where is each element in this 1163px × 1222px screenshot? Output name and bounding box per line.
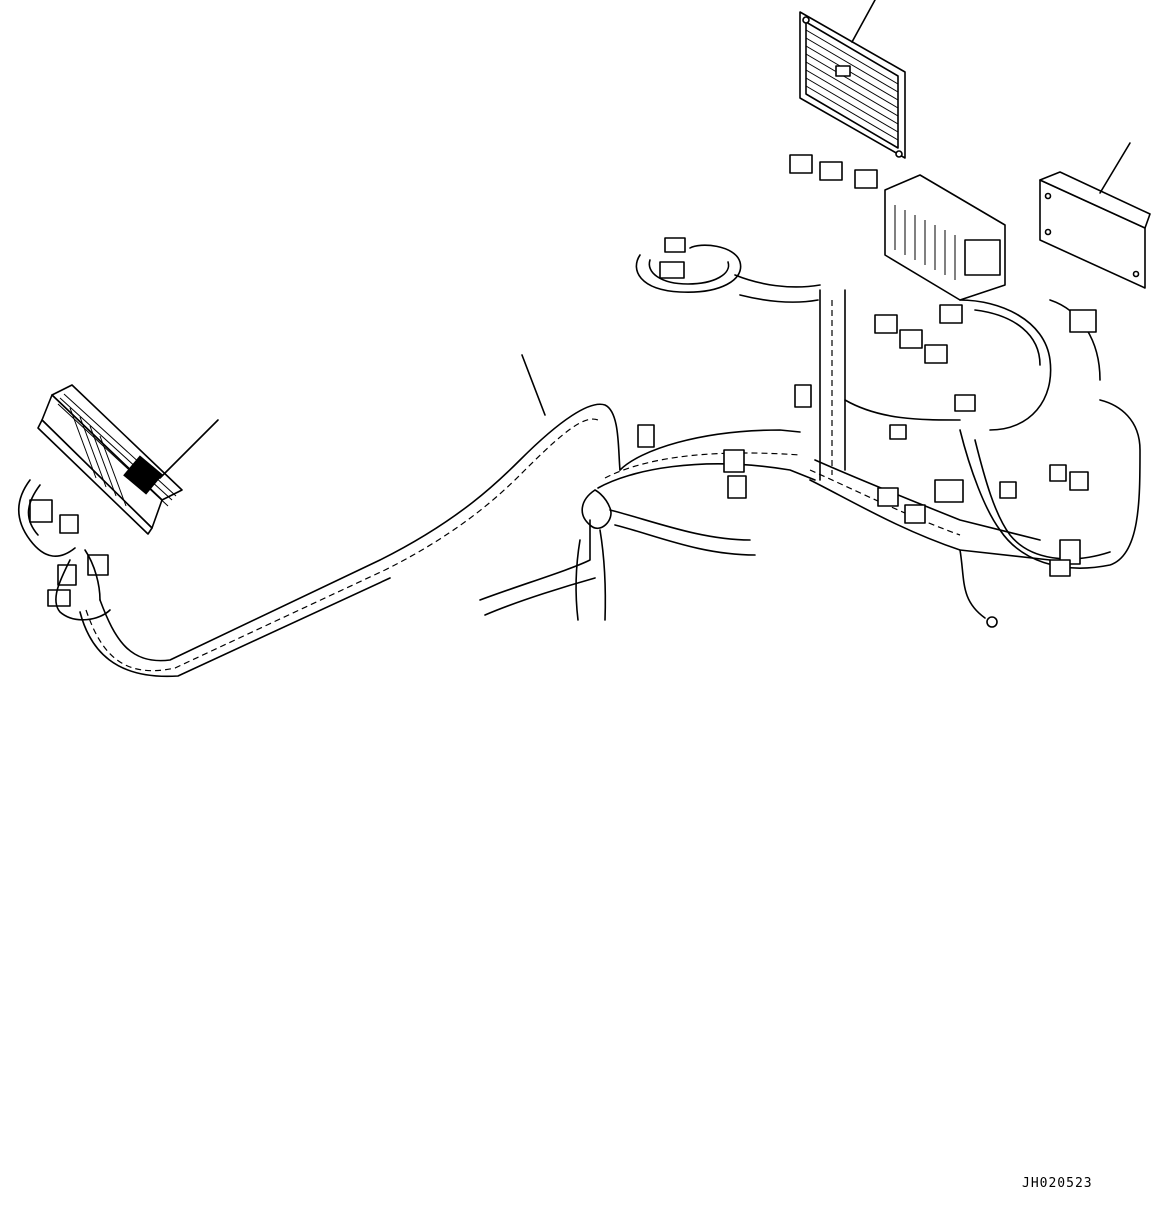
fuse-relay-block xyxy=(884,174,1006,301)
drawing-reference-code: JH020523 xyxy=(1022,1176,1093,1191)
monitor-unit xyxy=(37,384,183,535)
leader-line-control-unit xyxy=(1099,142,1131,194)
controller-plate xyxy=(799,11,906,159)
control-unit xyxy=(1039,171,1151,289)
connectors xyxy=(29,154,1097,607)
leader-line-monitor xyxy=(159,419,219,479)
leader-line-main-harness xyxy=(521,354,546,416)
main-harness xyxy=(79,244,1141,678)
monitor-branch xyxy=(18,479,111,621)
leader-line-controller-plate xyxy=(851,0,876,43)
